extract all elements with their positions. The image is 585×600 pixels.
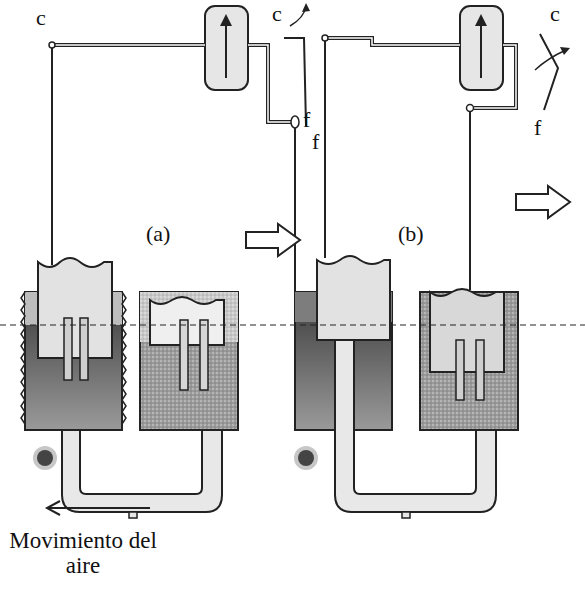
part-letter: f xyxy=(303,108,310,132)
part-letter: f xyxy=(534,116,541,140)
panel-label: (a) xyxy=(146,222,170,246)
part-letter: c xyxy=(272,2,282,26)
caption-note: Movimiento del aire xyxy=(8,528,158,579)
part-letter: f xyxy=(312,130,319,154)
panel-label: (b) xyxy=(398,222,424,246)
part-letter: c xyxy=(550,2,560,26)
part-letter: c xyxy=(36,6,46,30)
